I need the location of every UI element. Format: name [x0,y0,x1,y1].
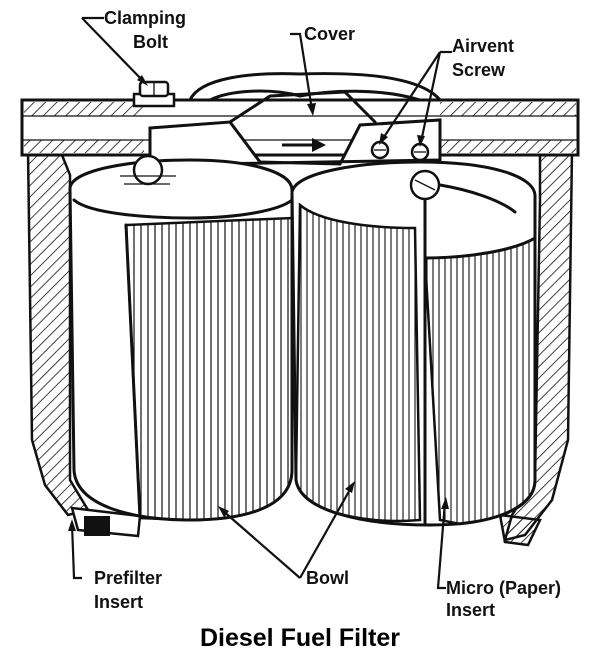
label-prefilter-insert-line2: Insert [94,592,143,612]
clamping-bolt [132,80,176,108]
housing [26,148,574,547]
label-clamping-bolt-line1: Clamping [104,8,186,28]
cover [148,72,442,167]
filter-head [20,98,580,157]
leader-lines [68,16,452,590]
drain-plug [84,516,110,536]
label-cover: Cover [304,24,355,44]
diagram-caption: Diesel Fuel Filter [200,624,400,652]
prefilter-insert [68,154,294,522]
housing-bottom-right-tab [498,513,542,547]
label-bowl: Bowl [306,568,349,588]
micro-paper-insert [290,160,537,527]
label-clamping-bolt-line2: Bolt [133,32,168,52]
micro-pleats-right [423,235,537,526]
head-pipe-hatch-bottom [24,140,144,153]
label-airvent-screw-line1: Airvent [452,36,514,56]
micro-pleats-left [294,202,422,523]
label-prefilter-insert-line1: Prefilter [94,568,162,588]
head-pipe-hatch-top-right [440,102,576,116]
label-micro-paper-insert-line2: Insert [446,600,495,620]
label-airvent-screw-line2: Screw [452,60,506,80]
prefilter-pleats [124,216,294,522]
head-pipe-hatch-top [24,102,144,116]
flow-arrow [312,138,326,152]
head-pipe-hatch-bottom-right [440,140,576,153]
label-micro-paper-insert-line1: Micro (Paper) [446,578,561,598]
